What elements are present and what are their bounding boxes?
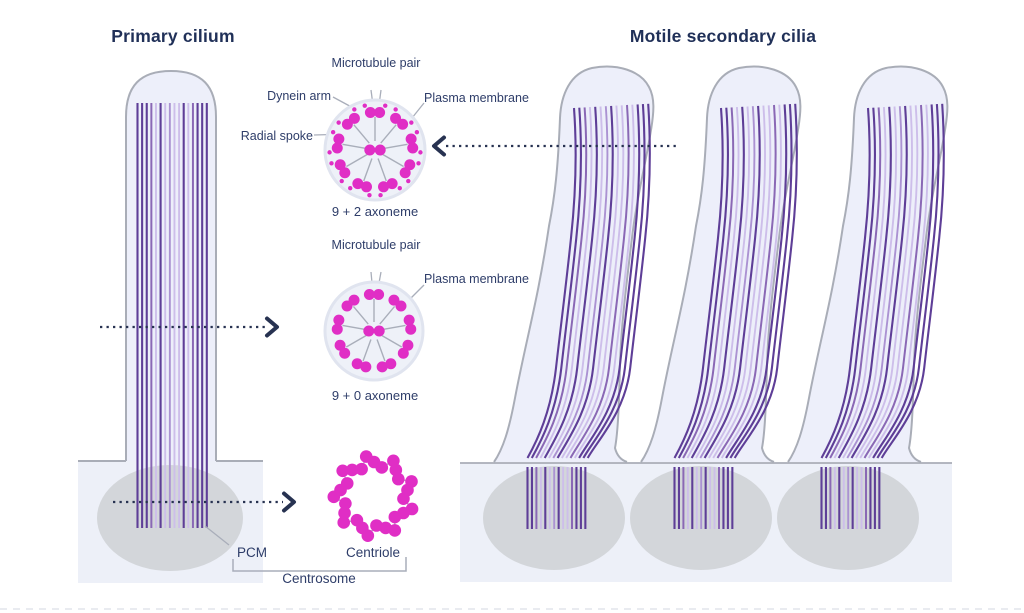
dynein-arm-label: Dynein arm [267, 89, 331, 103]
axoneme-9-2-caption: 9 + 2 axoneme [331, 204, 419, 219]
radial-spoke-label: Radial spoke [240, 129, 313, 143]
plasma-membrane-label-9-0: Plasma membrane [424, 272, 529, 286]
centrosome-label: Centrosome [282, 571, 356, 586]
microtubule-pair-label-9-2: Microtubule pair [331, 56, 421, 70]
centriole-label: Centriole [345, 545, 401, 560]
axoneme-9-0-caption: 9 + 0 axoneme [331, 388, 419, 403]
primary-cilium-title: Primary cilium [111, 26, 235, 46]
plasma-membrane-label-9-2: Plasma membrane [424, 91, 529, 105]
pcm-label: PCM [237, 545, 267, 560]
microtubule-pair-label-9-0: Microtubule pair [331, 238, 421, 252]
motile-secondary-cilia-title: Motile secondary cilia [629, 26, 817, 46]
